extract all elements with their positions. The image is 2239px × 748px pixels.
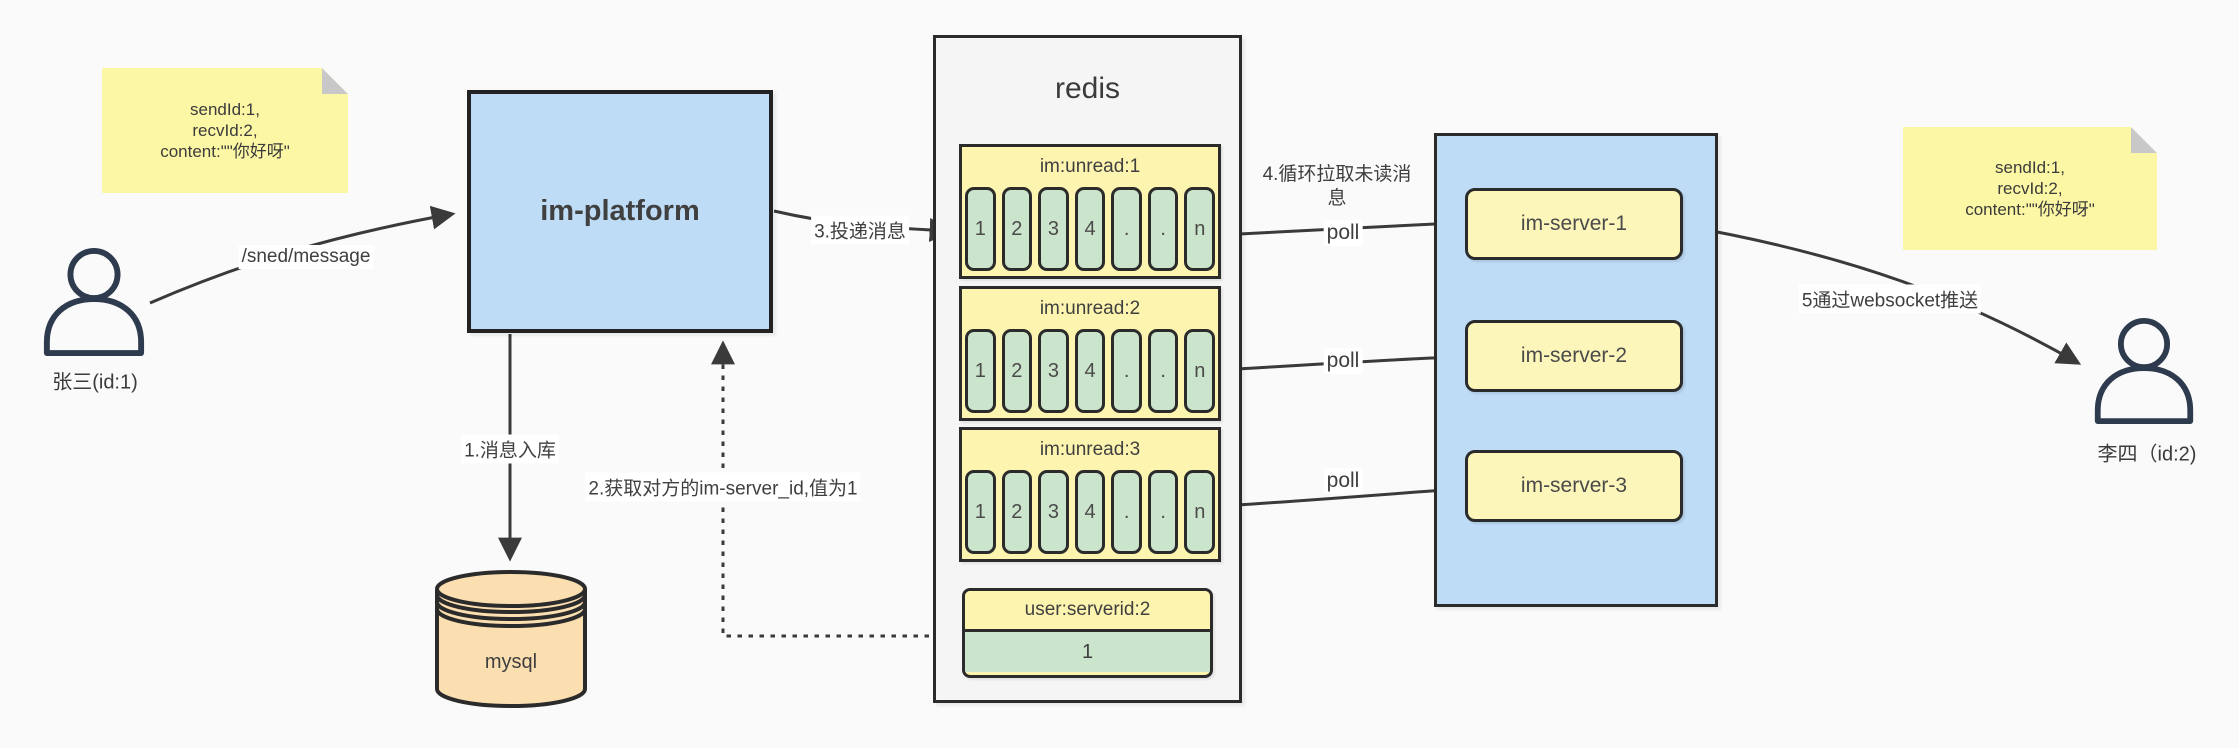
arrow-websocket-push (1684, 224, 2082, 365)
edge-label-step2: 2.获取对方的im-server_id,值为1 (585, 472, 861, 502)
queue-cells: 1 2 3 4 . . n (962, 470, 1218, 554)
note-line: content:""你好呀" (160, 142, 290, 161)
queue-cells: 1 2 3 4 . . n (962, 187, 1218, 271)
queue-cell: 3 (1038, 187, 1069, 271)
queue-cell: 4 (1074, 187, 1106, 271)
queue-cell: 1 (965, 187, 996, 271)
queue-title: im:unread:1 (1039, 156, 1141, 177)
queue-cells: 1 2 3 4 . . n (962, 329, 1218, 413)
arrow-step2-dashed (711, 340, 962, 638)
queue-cell: . (1147, 187, 1179, 271)
database-icon (435, 570, 587, 708)
edge-label-poll-2: poll (1323, 348, 1363, 374)
im-platform-label: im-platform (540, 195, 700, 227)
edge-label-step5: 5通过websocket推送 (1798, 284, 1982, 314)
queue-cell: 2 (1001, 329, 1033, 413)
kv-value: 1 (965, 632, 1210, 672)
im-server-2-box: im-server-2 (1465, 320, 1683, 392)
mysql-label: mysql (484, 651, 538, 673)
queue-cell: 4 (1074, 329, 1106, 413)
queue-im-unread-2: im:unread:2 1 2 3 4 . . n (959, 286, 1221, 421)
im-server-2-label: im-server-2 (1520, 344, 1628, 367)
redis-title: redis (1054, 72, 1121, 105)
queue-title: im:unread:3 (1039, 439, 1141, 460)
im-server-1-label: im-server-1 (1520, 212, 1628, 235)
queue-cell: . (1111, 470, 1142, 554)
im-server-3-box: im-server-3 (1465, 450, 1683, 522)
arrow-poll-3 (1219, 478, 1461, 508)
actor-right-label: 李四（id:2) (2097, 443, 2197, 466)
queue-im-unread-1: im:unread:1 1 2 3 4 . . n (959, 144, 1221, 279)
queue-cell: . (1147, 329, 1179, 413)
sticky-note-right: sendId:1, recvId:2, content:""你好呀" (1903, 127, 2157, 250)
note-line: sendId:1, (190, 100, 260, 119)
note-line: recvId:2, (192, 121, 258, 140)
sticky-note-left: sendId:1, recvId:2, content:""你好呀" (102, 68, 348, 193)
queue-cell: 1 (965, 329, 996, 413)
edge-label-send-message: /sned/message (238, 245, 374, 269)
queue-cell: n (1184, 187, 1216, 271)
queue-cell: 4 (1074, 470, 1106, 554)
note-line: content:""你好呀" (1965, 200, 2095, 219)
kv-title: user:serverid:2 (965, 591, 1210, 632)
queue-cell: 2 (1001, 187, 1033, 271)
edge-label-poll-1: poll (1323, 220, 1363, 246)
edge-label-step4: 4.循环拉取未读消息 (1262, 164, 1412, 209)
queue-im-unread-3: im:unread:3 1 2 3 4 . . n (959, 427, 1221, 562)
queue-cell: 3 (1038, 470, 1069, 554)
kv-user-serverid: user:serverid:2 1 (962, 588, 1213, 678)
queue-cell: . (1111, 187, 1142, 271)
im-server-1-box: im-server-1 (1465, 188, 1683, 260)
queue-cell: . (1147, 470, 1179, 554)
mysql-cylinder: mysql (433, 565, 589, 713)
queue-cell: n (1184, 470, 1216, 554)
note-line: sendId:1, (1995, 158, 2065, 177)
edge-label-step1: 1.消息入库 (461, 434, 559, 464)
edge-label-step3: 3.投递消息 (811, 215, 909, 245)
queue-cell: 2 (1001, 470, 1033, 554)
queue-cell: n (1184, 329, 1216, 413)
edge-label-poll-3: poll (1323, 468, 1363, 494)
queue-cell: . (1111, 329, 1142, 413)
queue-cell: 1 (965, 470, 996, 554)
im-platform-box: im-platform (467, 90, 773, 333)
user-icon (2094, 318, 2194, 424)
queue-cell: 3 (1038, 329, 1069, 413)
user-icon (43, 248, 145, 356)
queue-title: im:unread:2 (1039, 298, 1141, 319)
note-line: recvId:2, (1997, 179, 2063, 198)
im-server-3-label: im-server-3 (1520, 474, 1628, 497)
actor-left-label: 张三(id:1) (52, 371, 138, 394)
